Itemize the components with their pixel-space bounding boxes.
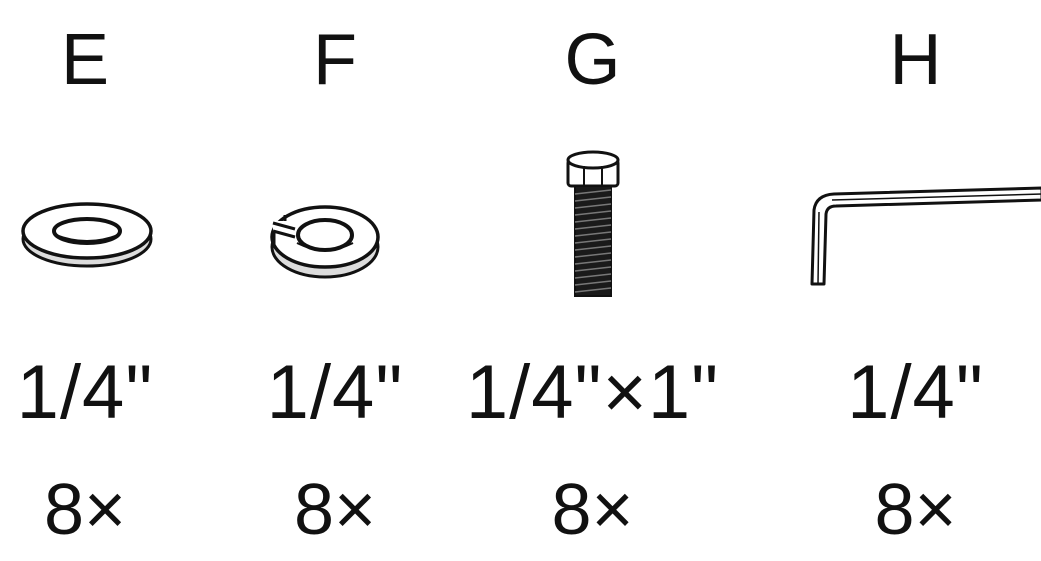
flat-washer-icon [20,197,155,277]
part-quantity: 8× [43,470,127,550]
allen-wrench-icon [802,180,1041,295]
part-letter: E [60,20,110,100]
part-letter: H [889,20,942,100]
part-size: 1/4" [847,350,984,435]
part-quantity: 8× [551,470,634,550]
part-f: F 1/4" 8× [245,0,425,561]
part-e: E 1/4" 8× [0,0,170,561]
part-h: H 1/4" 8× [790,0,1041,561]
part-size: 1/4" [266,350,404,435]
part-letter: F [313,20,357,100]
part-letter: G [564,20,621,100]
part-size: 1/4" [16,350,154,435]
part-size: 1/4"×1" [465,350,720,435]
part-quantity: 8× [293,470,377,550]
lock-washer-icon [267,193,382,288]
part-g: G 1/4"×1" 8× [465,0,720,561]
part-quantity: 8× [874,470,957,550]
hex-bolt-icon [560,148,630,308]
